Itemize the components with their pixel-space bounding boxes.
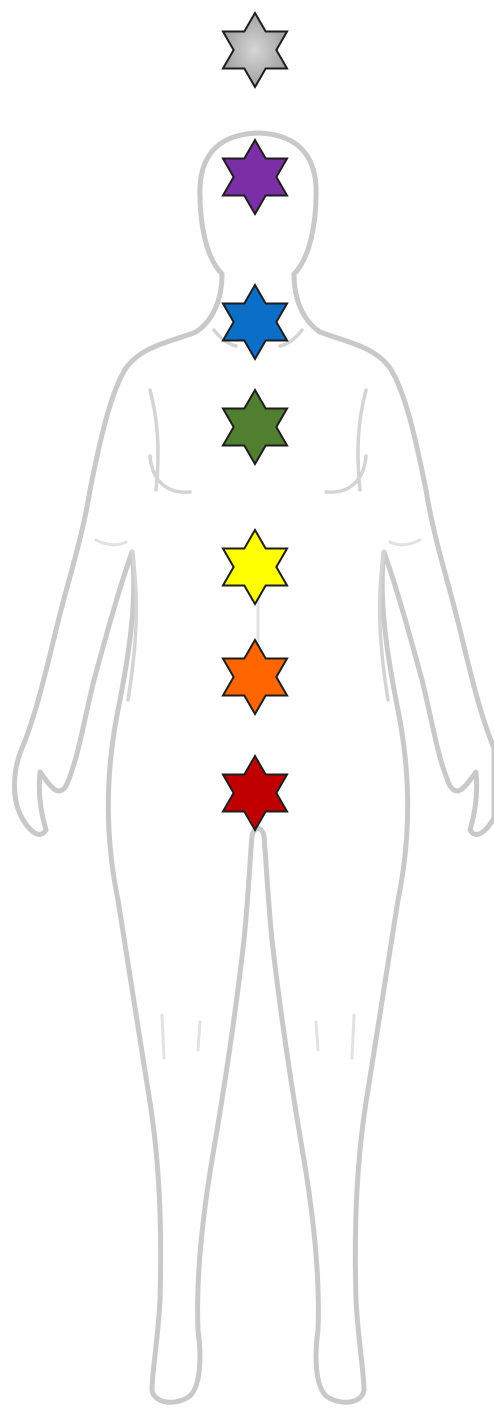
knee-mark-right-inner xyxy=(316,1022,318,1050)
crown-star-of-david-icon xyxy=(223,13,287,87)
knee-mark-left-inner xyxy=(198,1022,200,1050)
knee-mark-left-outer xyxy=(162,1015,164,1058)
knee-mark-right-outer xyxy=(352,1015,354,1058)
